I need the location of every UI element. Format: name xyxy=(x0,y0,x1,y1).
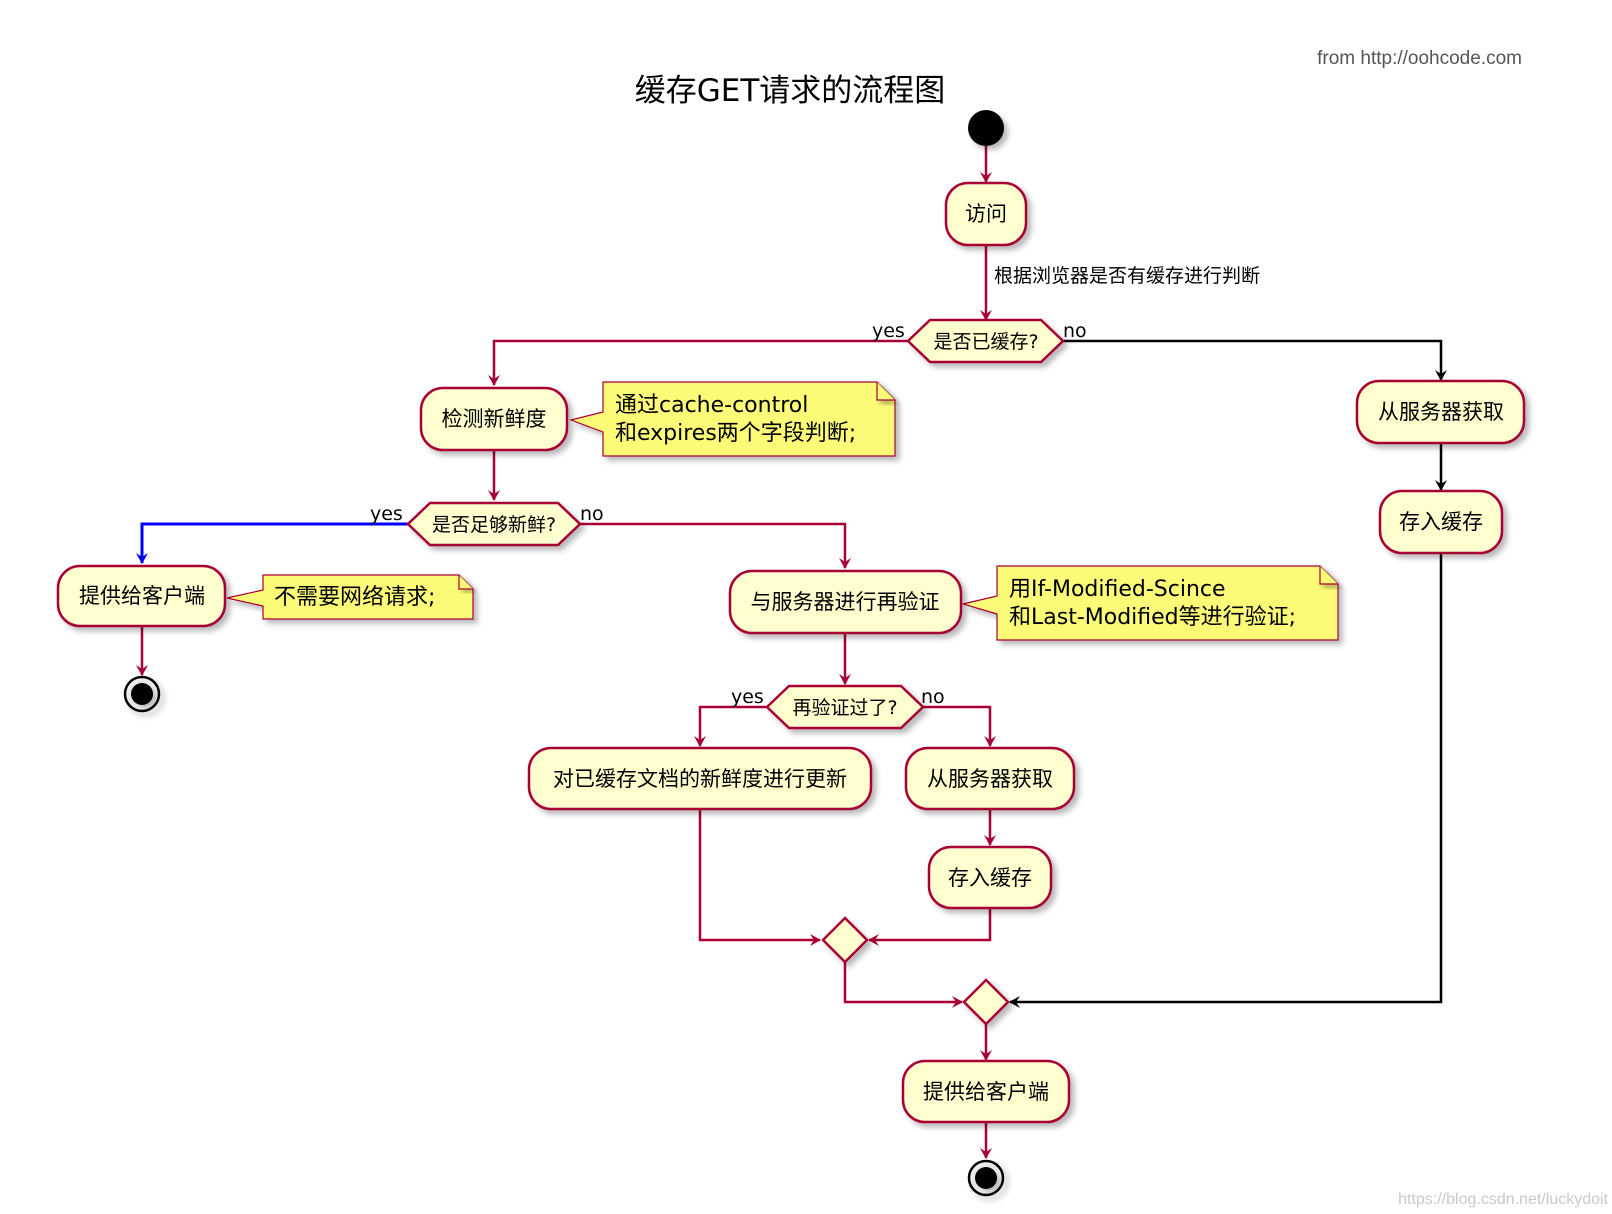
activity-serve-client-1-label: 提供给客户端 xyxy=(79,584,205,608)
activity-revalidate-label: 与服务器进行再验证 xyxy=(751,590,940,614)
decision-revalidated: 再验证过了? xyxy=(765,684,925,730)
start-node xyxy=(968,110,1004,146)
decision-is-cached: 是否已缓存? xyxy=(906,318,1065,364)
activity-fetch-server-1-label: 从服务器获取 xyxy=(1378,400,1504,424)
activity-fetch-server-1: 从服务器获取 xyxy=(1355,379,1526,445)
iscached-yes-label: yes xyxy=(872,320,905,342)
note-revalidate: 用If-Modified-Scince 和Last-Modified等进行验证; xyxy=(960,565,1339,641)
note-no-request-line-1: 不需要网络请求; xyxy=(274,585,435,610)
note-no-request: 不需要网络请求; xyxy=(226,574,474,620)
activity-store-cache-2-label: 存入缓存 xyxy=(948,866,1032,890)
edge-merge1-merge2 xyxy=(843,962,963,1008)
edge-isfresh-yes xyxy=(136,522,408,564)
activity-fetch-server-2: 从服务器获取 xyxy=(904,746,1076,811)
activity-fetch-server-2-label: 从服务器获取 xyxy=(927,767,1053,791)
edge-store1-merge2 xyxy=(1009,553,1443,1008)
edge-iscached-no xyxy=(1063,339,1447,381)
revalidated-no-label: no xyxy=(921,686,945,708)
activity-store-cache-1: 存入缓存 xyxy=(1378,489,1504,555)
edge-iscached-yes xyxy=(488,339,908,386)
watermark: https://blog.csdn.net/luckydoit xyxy=(1398,1191,1608,1208)
decision-is-fresh: 是否足够新鲜? xyxy=(406,501,582,547)
activity-serve-client-2: 提供给客户端 xyxy=(901,1059,1071,1124)
edge-isfresh-no xyxy=(580,522,851,569)
isfresh-yes-label: yes xyxy=(370,503,403,525)
activity-visit: 访问 xyxy=(944,181,1028,247)
activity-check-freshness-label: 检测新鲜度 xyxy=(442,407,547,431)
merge-node-1 xyxy=(821,916,869,964)
source-text: from http://oohcode.com xyxy=(1317,48,1522,69)
note-revalidate-line-2: 和Last-Modified等进行验证; xyxy=(1009,605,1296,630)
activity-visit-label: 访问 xyxy=(965,202,1007,226)
iscached-no-label: no xyxy=(1063,320,1087,342)
edge-revalidated-no xyxy=(919,705,996,747)
activity-store-cache-2: 存入缓存 xyxy=(927,845,1053,910)
note-freshness: 通过cache-control 和expires两个字段判断; xyxy=(568,381,896,457)
activity-store-cache-1-label: 存入缓存 xyxy=(1399,510,1483,534)
note-freshness-line-2: 和expires两个字段判断; xyxy=(615,421,856,446)
edge-update-merge1 xyxy=(698,809,821,946)
activity-serve-client-2-label: 提供给客户端 xyxy=(923,1080,1049,1104)
activity-serve-client-1: 提供给客户端 xyxy=(56,564,227,628)
edge-revalidated-yes xyxy=(694,705,783,747)
note-revalidate-line-1: 用If-Modified-Scince xyxy=(1009,577,1226,602)
activity-revalidate: 与服务器进行再验证 xyxy=(728,569,963,635)
flow-edges xyxy=(136,145,1447,1159)
activity-update-freshness: 对已缓存文档的新鲜度进行更新 xyxy=(527,746,873,811)
decision-is-cached-label: 是否已缓存? xyxy=(933,331,1038,353)
note-freshness-line-1: 通过cache-control xyxy=(615,393,808,418)
diagram-title: 缓存GET请求的流程图 xyxy=(635,73,946,109)
decision-revalidated-label: 再验证过了? xyxy=(792,697,897,719)
edge-store2-merge1 xyxy=(868,908,992,946)
decision-is-fresh-label: 是否足够新鲜? xyxy=(432,514,556,536)
merge-node-2 xyxy=(962,978,1010,1026)
activity-update-freshness-label: 对已缓存文档的新鲜度进行更新 xyxy=(553,767,847,791)
activity-check-freshness: 检测新鲜度 xyxy=(419,386,569,452)
revalidated-yes-label: yes xyxy=(731,686,764,708)
isfresh-no-label: no xyxy=(580,503,604,525)
end-node-bottom xyxy=(967,1159,1005,1197)
end-node-left xyxy=(123,675,161,713)
edge-label-judge: 根据浏览器是否有缓存进行判断 xyxy=(994,265,1260,287)
